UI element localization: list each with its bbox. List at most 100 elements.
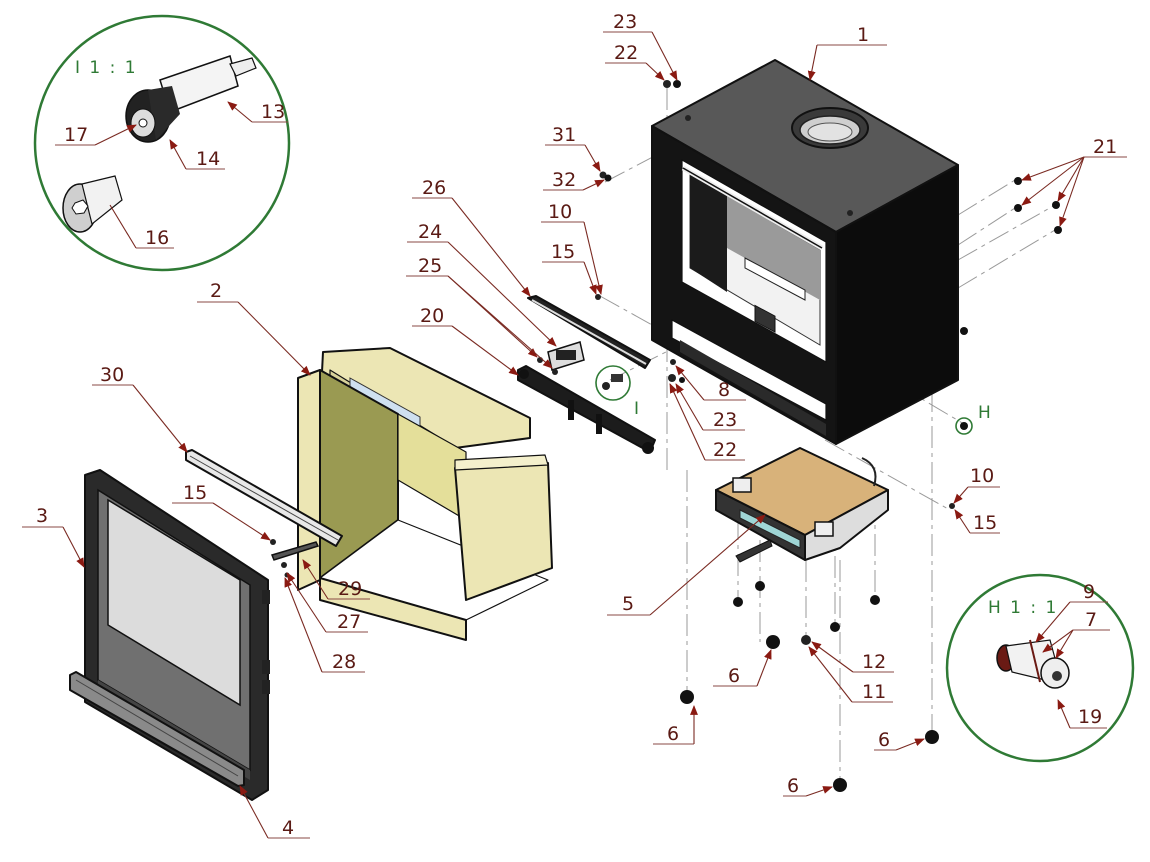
balloon-12[interactable]: 12 xyxy=(811,641,894,673)
screw-10-right xyxy=(949,503,955,509)
balloon-label: 28 xyxy=(332,651,356,673)
fastener-23-top xyxy=(673,80,681,88)
balloon-label: 31 xyxy=(552,124,576,146)
balloon-label: 11 xyxy=(862,681,886,703)
balloon-label: 6 xyxy=(787,775,799,797)
firebrick-liner xyxy=(297,347,553,641)
balloon-22-mid[interactable]: 22 xyxy=(669,383,745,461)
balloon-label: 29 xyxy=(338,578,362,600)
fastener-32 xyxy=(604,174,612,182)
balloon-1[interactable]: 1 xyxy=(807,24,887,81)
balloon-19[interactable]: 19 xyxy=(1057,699,1107,729)
balloon-label: 23 xyxy=(713,409,737,431)
detail-callout-H[interactable]: H xyxy=(955,403,993,435)
balloon-15-top[interactable]: 15 xyxy=(542,241,597,295)
fastener-23-mid xyxy=(679,377,685,383)
detail-callout-I[interactable]: I xyxy=(595,365,641,419)
grate-base-assembly xyxy=(715,447,889,563)
stove-body xyxy=(651,59,959,445)
balloon-7[interactable]: 7 xyxy=(1042,609,1110,659)
balloon-30[interactable]: 30 xyxy=(92,364,188,453)
balloon-label: 21 xyxy=(1093,136,1117,158)
balloon-label: 15 xyxy=(973,512,997,534)
balloon-label: 4 xyxy=(282,817,294,839)
foot-6-c xyxy=(925,730,939,744)
balloon-14[interactable]: 14 xyxy=(169,139,225,170)
balloon-label: 10 xyxy=(970,465,994,487)
balloon-23-top[interactable]: 23 xyxy=(603,11,678,81)
balloon-label: 10 xyxy=(548,201,572,223)
balloon-6-d[interactable]: 6 xyxy=(783,775,833,797)
nut-8 xyxy=(670,359,676,365)
balloon-label: 22 xyxy=(614,42,638,64)
balloon-label: 7 xyxy=(1085,609,1097,631)
balloon-11[interactable]: 11 xyxy=(808,646,893,703)
balloon-29[interactable]: 29 xyxy=(302,559,370,600)
balloon-2[interactable]: 2 xyxy=(197,280,311,376)
balloon-label: 27 xyxy=(337,611,361,633)
fastener-22-mid xyxy=(668,374,676,382)
foot-6-b xyxy=(680,690,694,704)
air-deflector xyxy=(527,295,651,369)
balloon-label: 19 xyxy=(1078,706,1102,728)
balloon-5[interactable]: 5 xyxy=(607,514,766,616)
balloon-label: 1 xyxy=(857,24,869,46)
balloon-15-door[interactable]: 15 xyxy=(172,482,271,541)
balloon-label: 14 xyxy=(196,148,220,170)
balloon-17[interactable]: 17 xyxy=(55,124,137,146)
balloon-label: 15 xyxy=(183,482,207,504)
balloon-9[interactable]: 9 xyxy=(1035,581,1108,643)
balloon-6-a[interactable]: 6 xyxy=(713,649,772,687)
balloon-3[interactable]: 3 xyxy=(22,505,85,568)
balloon-label: 25 xyxy=(418,255,442,277)
balloon-24[interactable]: 24 xyxy=(407,221,557,347)
fastener-22-top xyxy=(663,80,671,88)
foot-6-d xyxy=(833,778,847,792)
balloon-label: 5 xyxy=(622,593,634,615)
fasteners xyxy=(595,80,1062,792)
balloon-label: 13 xyxy=(261,101,285,123)
air-bar xyxy=(517,365,656,454)
balloon-label: 15 xyxy=(551,241,575,263)
balloon-26[interactable]: 26 xyxy=(412,177,531,297)
foot-6-a xyxy=(766,635,780,649)
balloon-21[interactable]: 21 xyxy=(1021,136,1127,227)
door-bottom-rail xyxy=(69,671,245,787)
balloon-25[interactable]: 25 xyxy=(406,255,553,369)
detail-callout-I-label: I xyxy=(634,399,641,419)
detail-view-I: I 1 : 1 xyxy=(33,14,291,272)
balloon-10-top[interactable]: 10 xyxy=(541,201,603,295)
nut-12 xyxy=(801,635,811,645)
balloon-15-right[interactable]: 15 xyxy=(954,509,1000,534)
balloon-31[interactable]: 31 xyxy=(545,124,601,172)
balloon-label: 12 xyxy=(862,651,886,673)
balloon-label: 23 xyxy=(613,11,637,33)
balloon-label: 6 xyxy=(728,665,740,687)
balloon-6-c[interactable]: 6 xyxy=(874,729,925,751)
balloon-label: 17 xyxy=(64,124,88,146)
balloon-32[interactable]: 32 xyxy=(543,169,605,191)
balloon-8[interactable]: 8 xyxy=(675,365,746,401)
balloon-label: 22 xyxy=(713,439,737,461)
balloon-23-mid[interactable]: 23 xyxy=(675,383,745,431)
balloon-16[interactable]: 16 xyxy=(109,204,174,249)
balloon-27[interactable]: 27 xyxy=(286,572,368,633)
balloon-13[interactable]: 13 xyxy=(227,101,288,123)
balloon-4[interactable]: 4 xyxy=(239,785,310,839)
balloon-22-top[interactable]: 22 xyxy=(605,42,665,81)
glass-bead xyxy=(185,449,343,547)
balloon-20[interactable]: 20 xyxy=(412,305,519,376)
balloon-6-b[interactable]: 6 xyxy=(653,705,698,745)
balloon-10-right[interactable]: 10 xyxy=(953,465,1000,504)
balloon-label: 32 xyxy=(552,169,576,191)
balloon-label: 2 xyxy=(210,280,222,302)
balloon-label: 24 xyxy=(418,221,442,243)
balloon-label: 26 xyxy=(422,177,446,199)
balloon-label: 16 xyxy=(145,227,169,249)
balloon-label: 6 xyxy=(667,723,679,745)
balloon-label: 8 xyxy=(718,379,730,401)
door-handle xyxy=(270,539,320,578)
balloon-label: 20 xyxy=(420,305,444,327)
balloon-28[interactable]: 28 xyxy=(284,577,365,673)
